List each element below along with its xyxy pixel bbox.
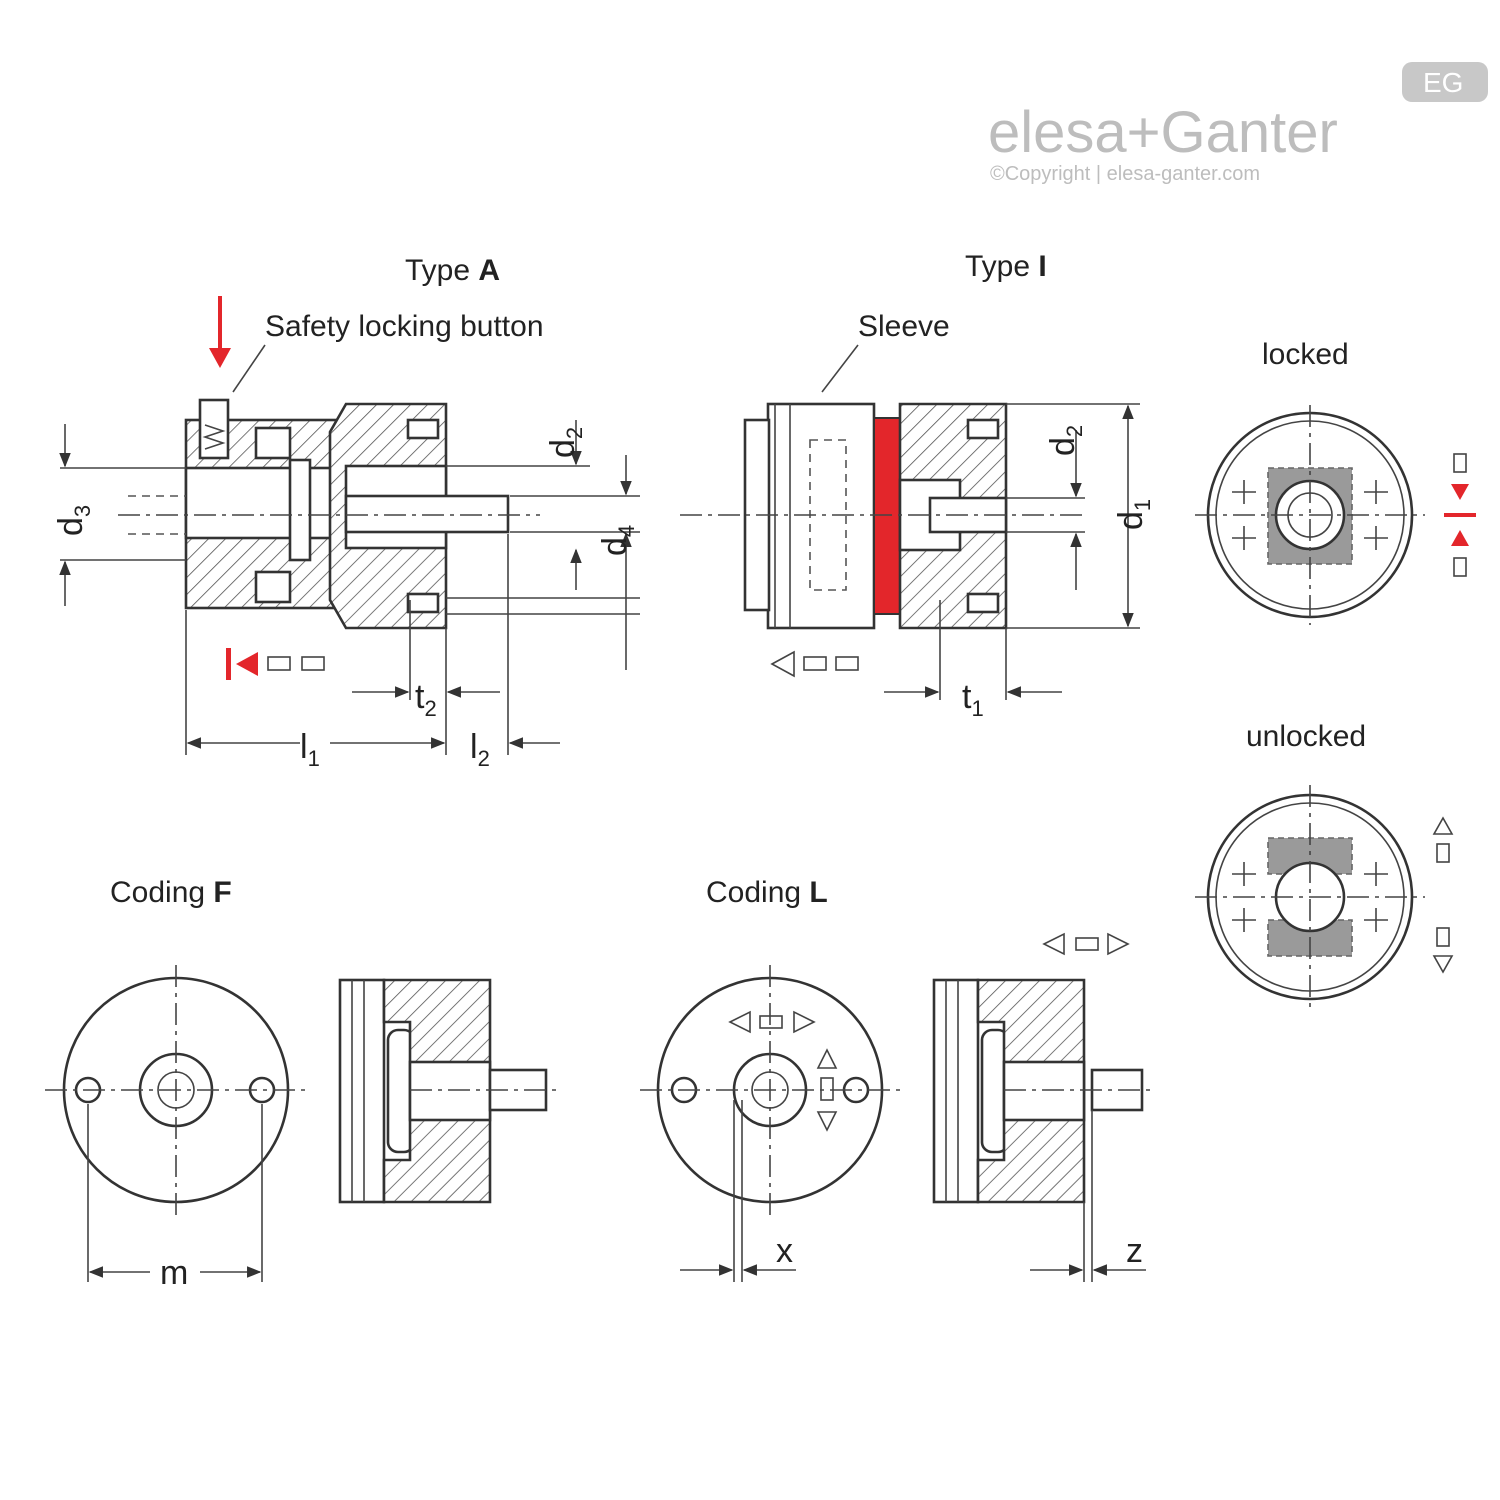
coding-l-bore: [1002, 1060, 1086, 1122]
locked-mark-crosses: [1232, 480, 1388, 550]
coding-l-horizontal-indicator: [728, 1010, 816, 1034]
safety-button-callout: Safety locking button: [265, 310, 544, 343]
sleeve-body: [766, 402, 876, 630]
unlock-indicator-outline: [770, 650, 859, 678]
coding-l-title: Coding L: [706, 876, 828, 909]
sleeve-grooves: [351, 980, 365, 1202]
spring-symbol: [202, 424, 226, 450]
type-a-title: Type A: [405, 254, 500, 287]
dim-d2-type-i: d2: [1044, 425, 1087, 456]
locked-indicator: [1444, 453, 1476, 577]
rotate-indicator: [1042, 932, 1130, 956]
dim-m: m: [160, 1254, 188, 1292]
coding-f-view: Coding F m: [45, 876, 560, 1292]
dim-d2: d2: [544, 427, 587, 458]
brand-badge: [1402, 62, 1488, 102]
thread-hole-top: [966, 418, 1000, 440]
coding-l-sleeve: [932, 978, 980, 1204]
dim-l2: l2: [470, 728, 490, 771]
safety-button-leader: [232, 344, 266, 393]
brand-copyright: ©Copyright | elesa-ganter.com: [990, 163, 1260, 185]
red-arrow-head: [209, 348, 231, 368]
coding-l-view: Coding L x z: [640, 876, 1155, 1282]
coding-f-title: Coding F: [110, 876, 232, 909]
dim-l1: l1: [300, 728, 320, 771]
type-a-view: Type A Safety locking button: [52, 254, 640, 771]
sleeve-leader: [821, 344, 859, 393]
brand-name: elesa+Ganter: [988, 100, 1338, 165]
locked-title: locked: [1262, 338, 1349, 371]
locking-slot-bottom: [254, 570, 292, 604]
dim-d1: d1: [1112, 499, 1155, 530]
brand-logo: elesa+Ganter ©Copyright | elesa-ganter.c…: [988, 62, 1488, 185]
ball-seat: [288, 458, 312, 562]
locked-view: locked: [1195, 338, 1476, 625]
unlocked-indicator: [1432, 816, 1454, 974]
locking-slot-top: [254, 426, 292, 460]
thread-hole-bottom: [966, 592, 1000, 614]
safety-locking-button: [198, 398, 230, 460]
dim-x: x: [776, 1232, 793, 1270]
dim-d3: d3: [52, 505, 95, 536]
type-a-shaft: [344, 494, 510, 534]
sleeve-red-ring: [873, 417, 901, 615]
sleeve-grooves: [774, 404, 791, 628]
dim-d4: d4: [596, 525, 639, 556]
dim-t2: t2: [415, 678, 437, 721]
dim-z: z: [1126, 1232, 1143, 1270]
sleeve-callout: Sleeve: [858, 310, 950, 343]
thread-hole-top: [406, 418, 440, 440]
unlock-indicator: [226, 648, 325, 680]
dim-t1: t1: [962, 678, 984, 721]
coding-f-bore: [408, 1060, 492, 1122]
unlocked-title: unlocked: [1246, 720, 1366, 753]
type-a-bore: [184, 466, 348, 540]
type-i-view: Type I Sleeve d1 d2: [680, 250, 1155, 721]
unlocked-view: unlocked: [1042, 720, 1454, 1012]
unlocked-mark-crosses: [1232, 862, 1388, 932]
type-i-title: Type I: [965, 250, 1047, 283]
coding-f-sleeve: [338, 978, 386, 1204]
thread-hole-bottom: [406, 592, 440, 614]
brand-badge-text: EG: [1423, 67, 1463, 98]
coding-l-vertical-indicator: [816, 1048, 838, 1132]
sleeve-grooves: [945, 980, 959, 1202]
